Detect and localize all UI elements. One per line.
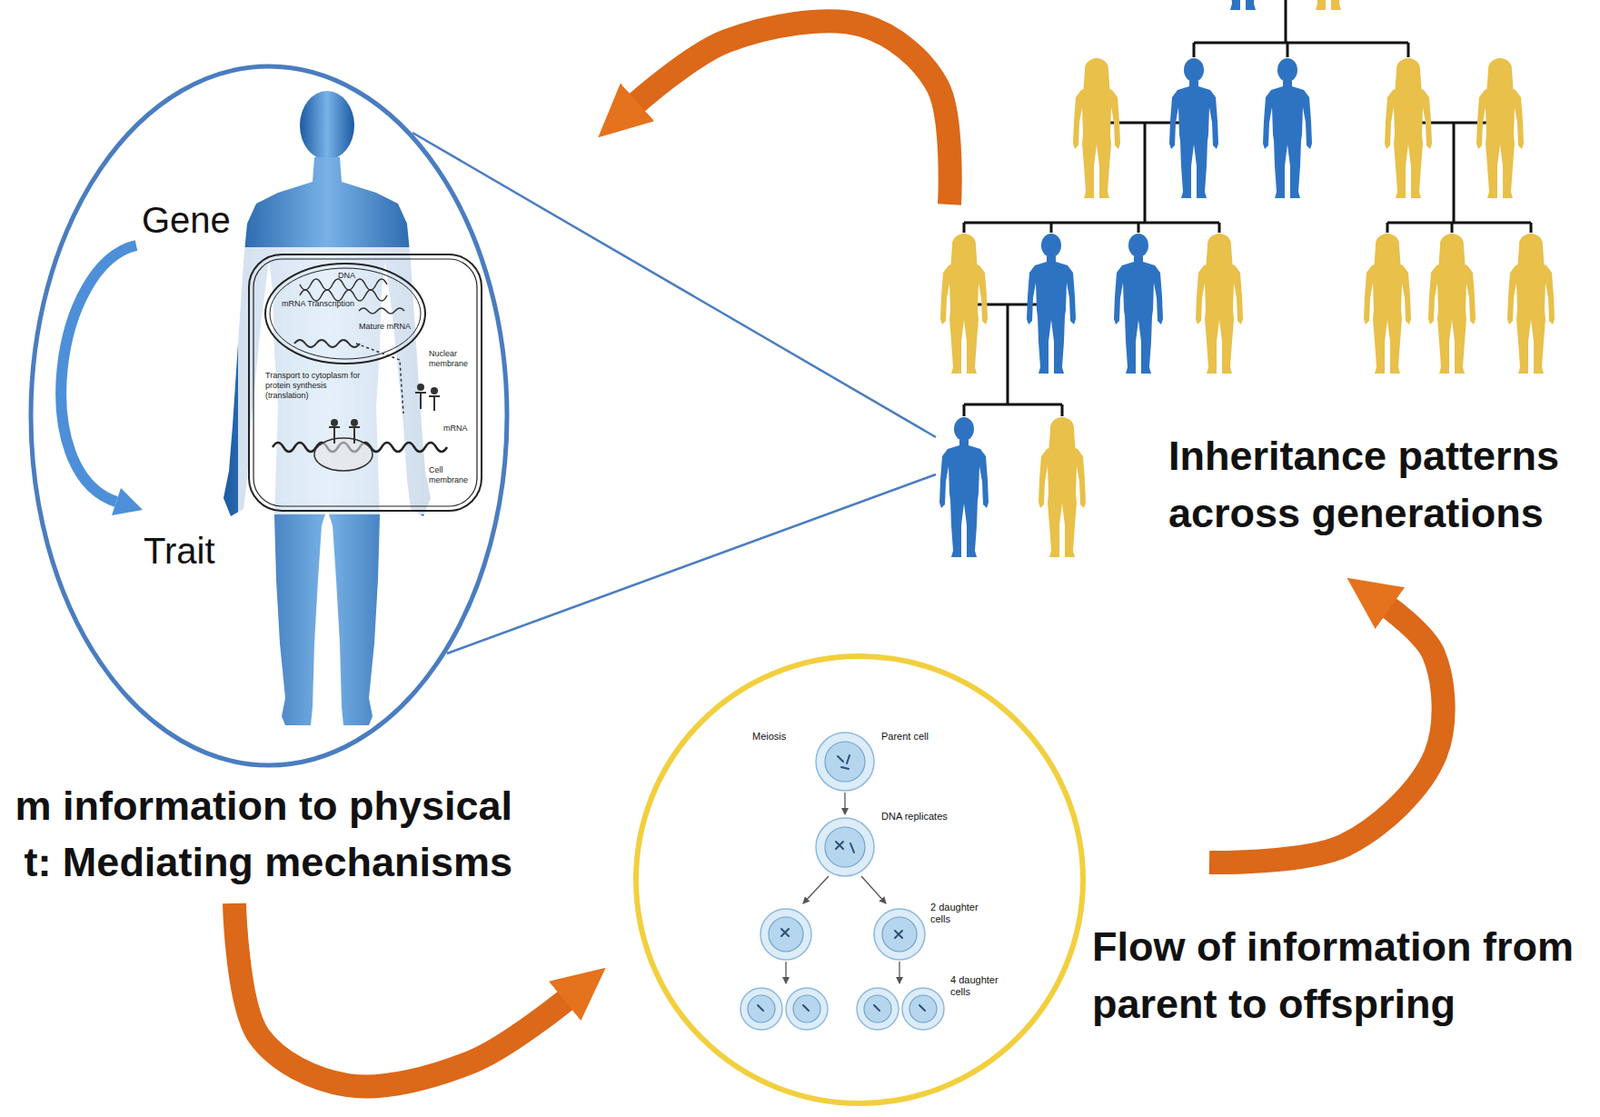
curved-arrow [1209, 605, 1444, 863]
cell-membrane-outline [248, 254, 482, 511]
trait-label: Trait [143, 528, 216, 573]
cell-nucleus [824, 826, 865, 867]
pedigree-lines [963, 0, 1531, 417]
female-figure [1195, 233, 1243, 374]
stage-label: Parent cell [881, 730, 929, 743]
zoom-line [447, 474, 936, 654]
ellipse-outline [28, 63, 510, 768]
chromosomes [757, 755, 925, 1011]
cell-backdrop [238, 247, 486, 515]
gene-trait-arrow [60, 245, 143, 516]
curved-arrow [234, 903, 569, 1087]
callout-label: Cell membrane [428, 465, 471, 486]
circle-outline [632, 652, 1087, 1107]
amino-acid [330, 418, 338, 427]
female-figure [1363, 233, 1412, 374]
callout-label: mRNA [443, 423, 468, 434]
female-figure [1038, 417, 1086, 557]
stage-label: DNA replicates [881, 810, 948, 823]
mrna-strand [358, 308, 405, 314]
cell-nucleus [824, 741, 865, 782]
step-arrow [803, 875, 829, 904]
callout-label: mRNA Transcription [281, 298, 355, 309]
gene-trait-arrow-shaft [60, 245, 137, 502]
nucleus-outline [265, 263, 426, 364]
meiosis-drawing [740, 732, 945, 1030]
callout-label: DNA [337, 270, 356, 281]
male-figure [1026, 233, 1076, 374]
male-figure [1113, 233, 1163, 374]
female-figure [1073, 58, 1121, 199]
male-figure [1169, 58, 1219, 199]
cell-diagram [238, 247, 486, 515]
female-figure [940, 233, 988, 374]
step-arrow [898, 961, 900, 984]
cell [815, 817, 875, 876]
female-figure [1428, 233, 1476, 374]
female-figure [1304, 0, 1352, 10]
transport-path [356, 343, 404, 414]
female-figure [1476, 58, 1524, 199]
panel-heading: m information to physical t: Mediating m… [3, 777, 513, 891]
cell [815, 732, 875, 791]
female-figure [1384, 58, 1432, 199]
pedigree-line [1193, 0, 1409, 58]
pedigree-panel: Inheritance patterns across generations [926, 0, 1600, 582]
cell-membrane-outline [253, 258, 478, 507]
nucleus-outline [269, 268, 421, 359]
gene-trait-arrow-head [111, 487, 143, 516]
callout-label: Nuclear membrane [428, 348, 473, 369]
trna [415, 392, 440, 411]
trna [328, 427, 360, 444]
panel-heading: Inheritance patterns across generations [1168, 427, 1591, 542]
zoom-lines [412, 132, 936, 654]
female-figure [1507, 233, 1555, 374]
male-figure [1218, 0, 1268, 10]
meiosis-circle: Meiosis Parent cellDNA replicates 2 daught… [632, 652, 1087, 1107]
male-figure [1262, 58, 1312, 199]
mrna-strand [294, 339, 360, 348]
body-head [299, 90, 355, 160]
ellipse-border [30, 66, 507, 766]
amino-acid [430, 387, 438, 395]
step-arrow [785, 961, 786, 984]
dna-helix [299, 278, 388, 290]
stage-label: 4 daughter cells [950, 973, 1004, 998]
callout-label: Transport to cytoplasm for protein synth… [265, 370, 368, 401]
gene-label: Gene [141, 198, 231, 242]
male-figure [939, 417, 989, 557]
ellipse-panel: GeneTraitm information to physical t: Me… [28, 63, 510, 768]
step-arrow [844, 792, 845, 815]
amino-acid [350, 418, 358, 427]
ribosome [314, 437, 373, 471]
panel-heading: Flow of information from parent to offsp… [1092, 917, 1591, 1033]
callout-label: Mature mRNA [358, 321, 411, 332]
circle-border [636, 655, 1084, 1104]
step-arrow [861, 875, 886, 904]
stage-label: 2 daughter cells [930, 901, 984, 925]
stage-label: Meiosis [752, 730, 786, 743]
curved-arrow [633, 20, 951, 205]
amino-acid [417, 383, 425, 391]
